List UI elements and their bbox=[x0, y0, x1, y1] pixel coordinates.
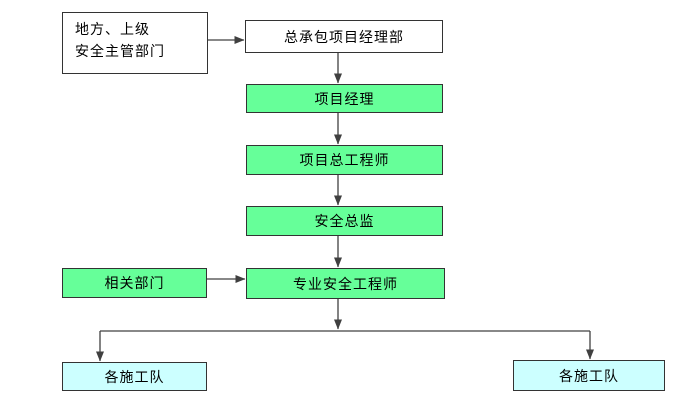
node-construction-team-left: 各施工队 bbox=[62, 362, 207, 391]
node-related-dept-label: 相关部门 bbox=[104, 276, 165, 292]
node-authority-label: 地方、上级 安全主管部门 bbox=[75, 19, 165, 63]
node-authority-dept: 地方、上级 安全主管部门 bbox=[62, 12, 208, 74]
node-authority-label-line1: 地方、上级 bbox=[75, 22, 150, 38]
node-construction-team-left-label: 各施工队 bbox=[104, 369, 165, 386]
node-gc-project-dept: 总承包项目经理部 bbox=[245, 20, 443, 53]
node-project-manager-label: 项目经理 bbox=[314, 91, 375, 108]
node-gc-project-dept-label: 总承包项目经理部 bbox=[284, 29, 404, 46]
node-chief-engineer: 项目总工程师 bbox=[246, 145, 443, 175]
node-safety-director-label: 安全总监 bbox=[314, 214, 375, 230]
node-related-dept: 相关部门 bbox=[62, 268, 207, 298]
node-construction-team-right-label: 各施工队 bbox=[559, 368, 619, 385]
node-safety-engineer: 专业安全工程师 bbox=[246, 268, 445, 299]
node-construction-team-right: 各施工队 bbox=[513, 360, 665, 391]
node-chief-engineer-label: 项目总工程师 bbox=[299, 153, 390, 169]
node-project-manager: 项目经理 bbox=[246, 84, 443, 113]
node-authority-label-line2: 安全主管部门 bbox=[75, 44, 165, 60]
node-safety-engineer-label: 专业安全工程师 bbox=[293, 276, 398, 293]
node-safety-director: 安全总监 bbox=[246, 206, 443, 236]
